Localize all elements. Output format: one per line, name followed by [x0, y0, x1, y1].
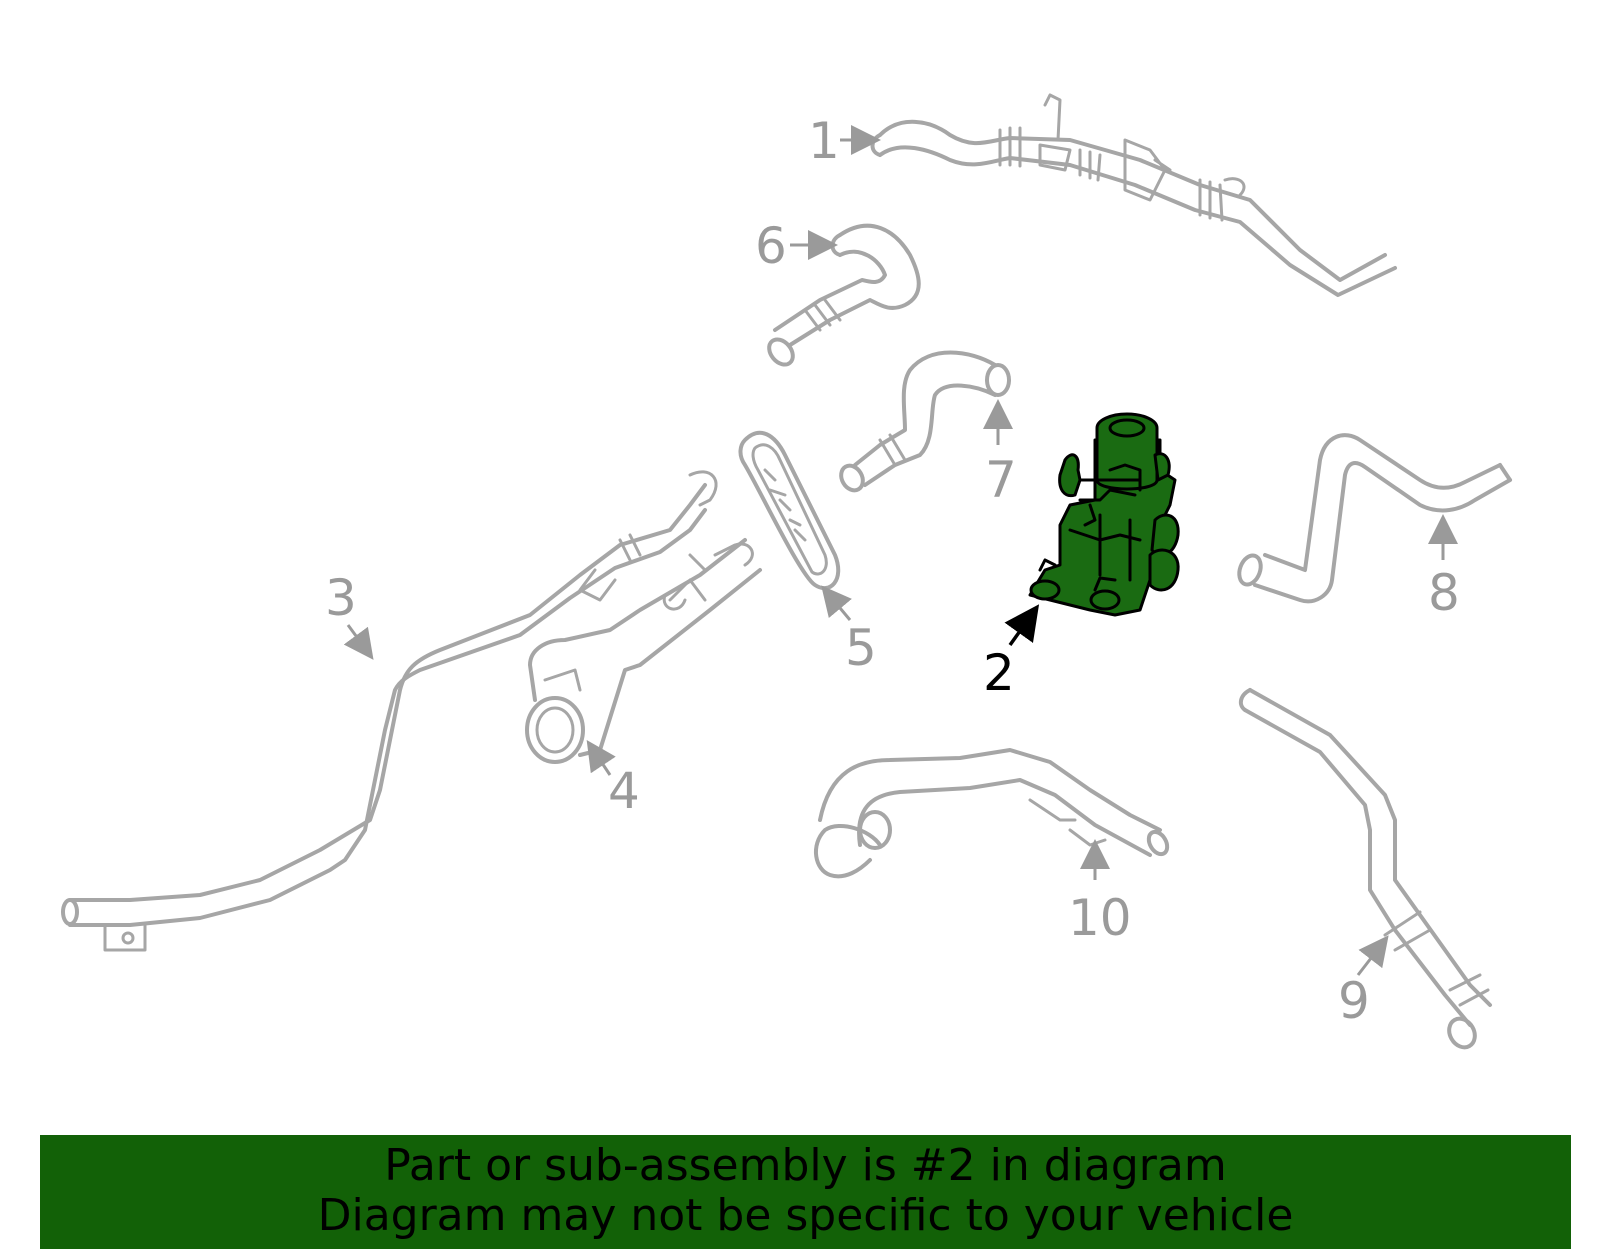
part-3-pipe[interactable] — [61, 470, 718, 952]
svg-text:6: 6 — [755, 217, 787, 275]
part-4-pipe[interactable] — [525, 538, 762, 764]
svg-text:5: 5 — [845, 619, 877, 677]
part-1-hose[interactable] — [870, 93, 1397, 297]
callout-9: 9 — [1338, 935, 1389, 1030]
svg-text:1: 1 — [808, 112, 840, 170]
callout-8: 8 — [1428, 514, 1460, 622]
callout-3: 3 — [325, 569, 374, 660]
part-9-hose[interactable] — [1238, 688, 1492, 1052]
svg-text:8: 8 — [1428, 564, 1460, 622]
callout-1: 1 — [808, 112, 881, 170]
part-5-gasket[interactable] — [738, 430, 841, 591]
callout-10: 10 — [1068, 839, 1132, 947]
part-2-valve-highlighted[interactable] — [1028, 412, 1180, 617]
svg-text:2: 2 — [983, 644, 1015, 702]
svg-text:4: 4 — [608, 762, 640, 820]
callout-7: 7 — [983, 399, 1017, 509]
svg-text:10: 10 — [1068, 889, 1132, 947]
banner-line-2: Diagram may not be specific to your vehi… — [317, 1190, 1294, 1241]
part-8-hose[interactable] — [1235, 433, 1512, 604]
callout-4: 4 — [586, 740, 640, 820]
part-7-hose[interactable] — [837, 350, 1011, 495]
info-banner: Part or sub-assembly is #2 in diagram Di… — [40, 1135, 1571, 1249]
part-6-hose[interactable] — [764, 223, 921, 369]
svg-text:7: 7 — [985, 451, 1017, 509]
svg-text:3: 3 — [325, 569, 357, 627]
svg-text:9: 9 — [1338, 972, 1370, 1030]
callout-2: 2 — [983, 604, 1040, 702]
part-10-pipe[interactable] — [814, 748, 1171, 879]
callout-5: 5 — [821, 585, 877, 677]
callout-6: 6 — [755, 217, 838, 275]
banner-line-1: Part or sub-assembly is #2 in diagram — [384, 1140, 1227, 1191]
